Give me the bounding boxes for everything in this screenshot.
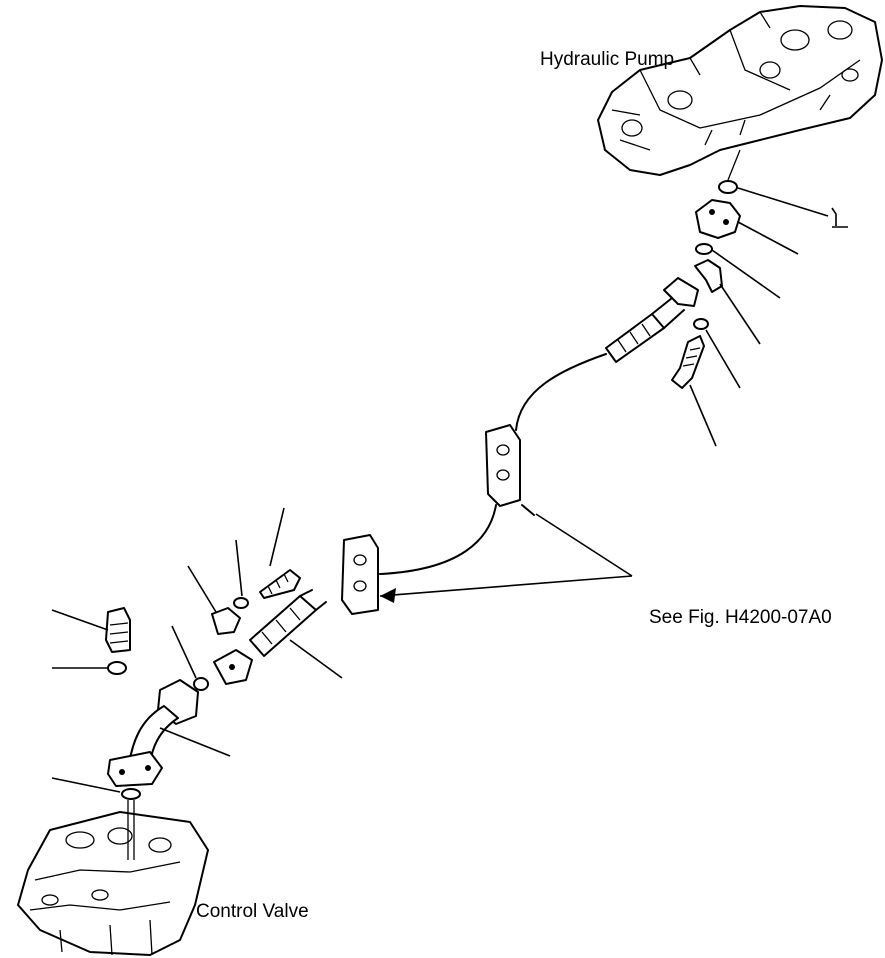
hose-middle	[379, 504, 497, 575]
valve-side-fittings	[105, 569, 301, 691]
bolt-lower-right	[259, 569, 301, 599]
washer-lower-left	[107, 661, 127, 675]
hose-clamp-lower	[341, 534, 379, 615]
hose-lower	[213, 589, 327, 685]
split-flange-lower	[211, 607, 241, 635]
elbow-fitting	[107, 679, 199, 800]
hydraulic-pump	[597, 5, 883, 181]
o-ring-upper	[695, 243, 713, 255]
split-flange-upper	[694, 259, 723, 293]
control-valve-label: Control Valve	[196, 901, 309, 922]
hose-upper	[515, 277, 699, 431]
o-ring-lower	[193, 677, 209, 691]
control-valve	[17, 800, 209, 956]
lock-washer-lower-right	[233, 597, 249, 609]
bolt-lower-left	[105, 607, 131, 653]
figure-reference-label: See Fig. H4200-07A0	[649, 607, 832, 628]
o-ring-valve	[121, 788, 141, 800]
pump-side-fittings	[671, 180, 741, 389]
bolt-upper	[671, 335, 705, 389]
leader-lines	[51, 187, 848, 793]
hydraulic-pump-label: Hydraulic Pump	[540, 49, 675, 70]
hose-clamp-upper	[485, 424, 535, 516]
lock-washer-upper	[693, 318, 709, 330]
o-ring-pump	[718, 180, 738, 194]
flange-plate	[695, 199, 741, 239]
